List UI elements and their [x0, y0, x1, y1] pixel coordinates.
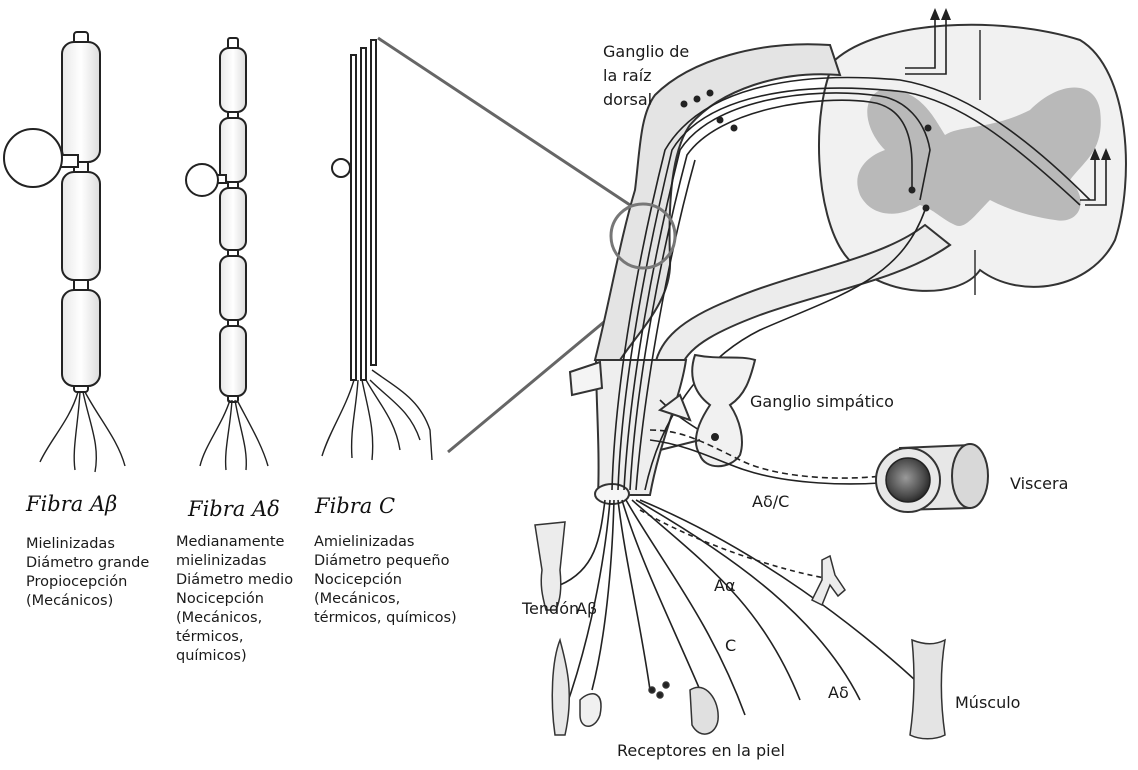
abeta-label: Aβ: [576, 599, 597, 619]
fiber-c-title: Fibra C: [315, 494, 395, 518]
fiber-adelta-drawing: [186, 38, 268, 470]
fiber-adelta-line: Nocicepción: [176, 590, 293, 609]
c-label: C: [725, 636, 736, 656]
fiber-abeta-line: Mielinizadas: [26, 535, 149, 554]
fiber-abeta-line: (Mecánicos): [26, 592, 149, 611]
fiber-adelta-line: Diámetro medio: [176, 571, 293, 590]
fiber-c-line: (Mecánicos,: [314, 590, 457, 609]
fiber-adelta-line: mielinizadas: [176, 552, 293, 571]
peripheral-branches: [560, 500, 915, 715]
adelta-c-label: Aδ/C: [752, 492, 789, 512]
fiber-adelta-title: Fibra Aδ: [188, 497, 280, 521]
dorsal-ganglion-line: la raíz: [603, 64, 689, 88]
fiber-abeta-line: Diámetro grande: [26, 554, 149, 573]
dorsal-ganglion-label: Ganglio de la raíz dorsal: [603, 40, 689, 112]
fiber-abeta-drawing: [4, 32, 125, 472]
muscle: [910, 640, 945, 739]
tendon: [535, 522, 565, 610]
fiber-adelta-line: térmicos,: [176, 628, 293, 647]
fiber-abeta-line: Propiocepción: [26, 573, 149, 592]
adelta-label: Aδ: [828, 683, 849, 703]
fiber-c-line: Amielinizadas: [314, 533, 457, 552]
viscera-label: Viscera: [1010, 474, 1068, 494]
fiber-c-line: Diámetro pequeño: [314, 552, 457, 571]
fiber-c-line: Nocicepción: [314, 571, 457, 590]
dorsal-ganglion-line: dorsal: [603, 88, 689, 112]
fiber-adelta-line: (Mecánicos,: [176, 609, 293, 628]
fiber-adelta-line: químicos): [176, 647, 293, 666]
fiber-c-desc: Amielinizadas Diámetro pequeño Nocicepci…: [314, 533, 457, 628]
viscera: [876, 444, 988, 512]
skin-receptors: [552, 640, 718, 735]
aalpha-label: Aα: [714, 576, 736, 596]
joint: [812, 556, 845, 605]
sympathetic-ganglion-label: Ganglio simpático: [750, 392, 894, 412]
fiber-abeta-title: Fibra Aβ: [26, 492, 117, 516]
tendon-label: Tendón: [522, 599, 579, 619]
fiber-adelta-desc: Medianamente mielinizadas Diámetro medio…: [176, 533, 293, 666]
fiber-adelta-line: Medianamente: [176, 533, 293, 552]
fiber-abeta-desc: Mielinizadas Diámetro grande Propiocepci…: [26, 535, 149, 611]
muscle-label: Músculo: [955, 693, 1020, 713]
dorsal-ganglion-line: Ganglio de: [603, 40, 689, 64]
fiber-c-drawing: [322, 40, 432, 460]
skin-receptors-label: Receptores en la piel: [617, 741, 785, 761]
fiber-c-line: térmicos, químicos): [314, 609, 457, 628]
visceral-fibers: [650, 430, 880, 484]
